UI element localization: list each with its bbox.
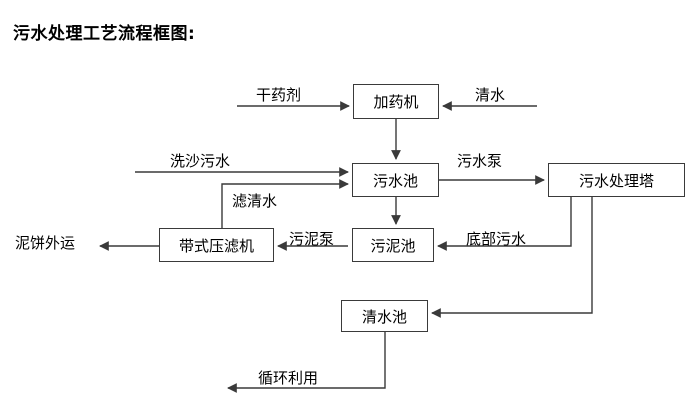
edge-filtered-water-to-wastewater-pool [221, 179, 349, 228]
page-title: 污水处理工艺流程框图: [13, 24, 196, 44]
node-label: 污水池 [372, 171, 418, 190]
edge-label-dry-chemical: 干药剂 [256, 86, 302, 104]
edge-label-sewage-pump: 污水泵 [457, 152, 503, 170]
edge-bottom-wastewater-to-sludge-pool [437, 197, 572, 251]
edge-label-bottom-wastewater: 底部污水 [466, 230, 527, 248]
edge-label-recycle-reuse: 循环利用 [258, 369, 319, 387]
node-dosing-machine[interactable]: 加药机 [353, 84, 439, 119]
node-label: 加药机 [373, 93, 419, 111]
node-belt-filter-press[interactable]: 带式压滤机 [159, 228, 274, 262]
node-label: 带式压滤机 [178, 236, 254, 255]
node-label: 清水池 [361, 307, 407, 326]
node-label: 污水处理塔 [578, 171, 654, 190]
node-treatment-tower[interactable]: 污水处理塔 [548, 163, 685, 197]
node-wastewater-pool[interactable]: 污水池 [352, 163, 439, 197]
node-label: 污泥池 [370, 236, 416, 255]
edge-label-mud-cake-out: 泥饼外运 [15, 234, 76, 252]
edge-tower-to-clean-water-pool [431, 197, 593, 318]
node-clean-water-pool[interactable]: 清水池 [341, 300, 428, 332]
edge-label-sludge-pump: 污泥泵 [289, 230, 335, 248]
edge-label-filtered-water: 滤清水 [232, 192, 278, 210]
edge-label-sand-wash-water: 洗沙污水 [170, 152, 231, 170]
edge-label-clean-water-in: 清水 [475, 86, 506, 104]
edge-clean-water-pool-to-recycle [227, 332, 386, 393]
node-sludge-pool[interactable]: 污泥池 [352, 228, 434, 262]
